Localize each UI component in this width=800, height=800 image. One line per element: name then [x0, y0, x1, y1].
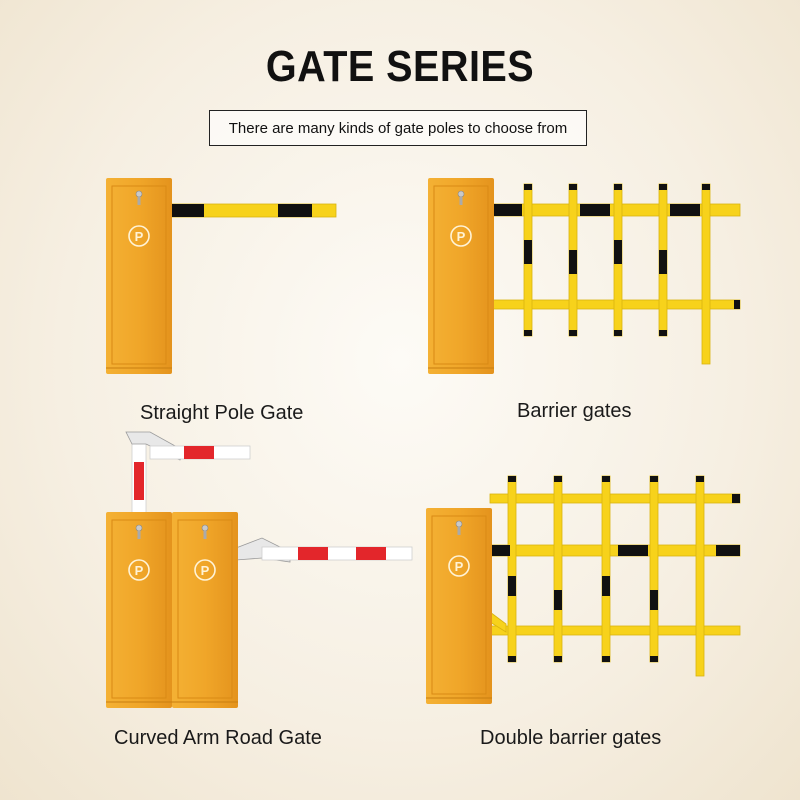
subtitle-text: There are many kinds of gate poles to ch… — [228, 119, 568, 137]
straight-pole-gate — [106, 178, 337, 374]
barrier-gate — [428, 178, 741, 374]
caption-curved-arm-road-gate: Curved Arm Road Gate — [114, 727, 322, 749]
subtitle-box: There are many kinds of gate poles to ch… — [209, 110, 587, 146]
caption-straight-pole-gate: Straight Pole Gate — [140, 402, 304, 424]
curved-arm-road-gate — [106, 431, 413, 708]
caption-barrier-gates: Barrier gates — [517, 400, 632, 422]
page-title: GATE SERIES — [265, 42, 535, 91]
double-barrier-gate — [426, 475, 741, 704]
caption-double-barrier-gates: Double barrier gates — [480, 727, 662, 749]
